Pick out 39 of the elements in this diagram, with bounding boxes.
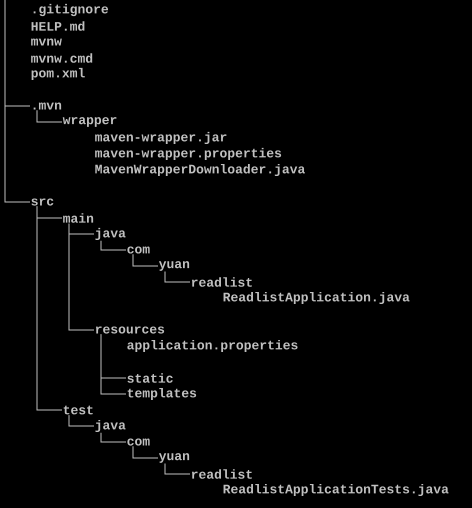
- tree-connector: [164, 271, 190, 282]
- file-name: HELP.md: [32, 21, 84, 31]
- tree-connector: [36, 110, 62, 122]
- folder-name: yuan: [158, 261, 190, 271]
- tree-connector: [164, 463, 190, 474]
- file-name: mvnw: [31, 38, 62, 46]
- file-name: ReadlistApplicationTests.java: [224, 484, 449, 496]
- file-name: ReadlistApplication.java: [224, 292, 410, 304]
- file-name: MavenWrapperDownloader.java: [95, 164, 305, 176]
- tree-connector: [100, 240, 126, 250]
- folder-name: readlist: [192, 469, 252, 479]
- folder-name: readlist: [192, 277, 252, 287]
- folder-name: src: [31, 198, 54, 206]
- tree-connector: [132, 254, 158, 266]
- tree-connector: [100, 334, 126, 394]
- tree-connector: [68, 414, 94, 426]
- file-name: .gitignore: [34, 4, 108, 16]
- folder-name: java: [95, 228, 126, 240]
- tree-connector: [132, 446, 158, 458]
- file-name: mvnw.cmd: [31, 53, 92, 63]
- folder-name: main: [63, 213, 94, 223]
- folder-name: wrapper: [62, 117, 116, 127]
- tree-connector: [4, 0, 30, 202]
- folder-name: templates: [128, 388, 196, 400]
- file-name: application.properties: [127, 340, 298, 352]
- folder-name: resources: [96, 326, 164, 334]
- folder-name: .mvn: [34, 102, 62, 110]
- folder-name: yuan: [158, 453, 190, 463]
- tree-connector: [68, 222, 94, 330]
- tree-connector: [36, 206, 62, 410]
- folder-name: test: [64, 406, 93, 414]
- folder-name: com: [127, 438, 150, 446]
- file-name: maven-wrapper.jar: [95, 132, 226, 144]
- file-name: pom.xml: [32, 68, 85, 80]
- folder-name: static: [127, 373, 173, 383]
- folder-name: java: [95, 420, 126, 432]
- file-name: maven-wrapper.properties: [95, 148, 282, 160]
- tree-connector: [100, 432, 126, 442]
- folder-name: com: [127, 246, 150, 254]
